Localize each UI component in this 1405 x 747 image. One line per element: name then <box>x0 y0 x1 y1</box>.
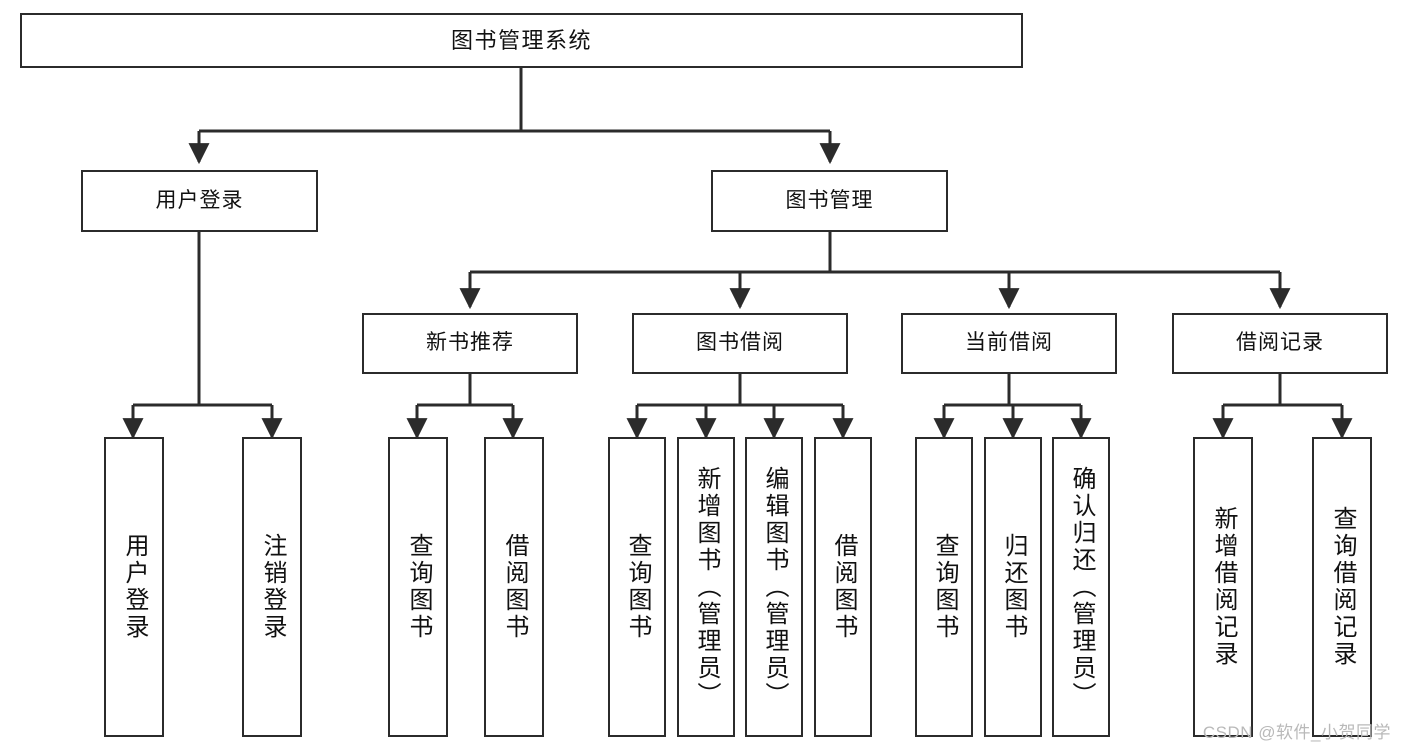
leaf-query-books-recommendation[interactable]: 查询图书 <box>388 437 448 737</box>
node-label: 新增图书（管理员） <box>693 465 720 709</box>
leaf-edit-book-admin[interactable]: 编辑图书（管理员） <box>745 437 803 737</box>
node-label: 用户登录 <box>155 188 244 212</box>
node-label: 归还图书 <box>1000 533 1027 641</box>
node-root-book-management-system[interactable]: 图书管理系统 <box>20 13 1023 68</box>
node-label: 注销登录 <box>259 533 286 641</box>
node-book-borrowing[interactable]: 图书借阅 <box>632 313 848 374</box>
node-label: 查询图书 <box>931 533 958 641</box>
leaf-user-login[interactable]: 用户登录 <box>104 437 164 737</box>
leaf-query-borrow-record[interactable]: 查询借阅记录 <box>1312 437 1372 737</box>
node-label: 用户登录 <box>121 533 148 641</box>
node-label: 当前借阅 <box>965 331 1053 355</box>
leaf-add-book-admin[interactable]: 新增图书（管理员） <box>677 437 735 737</box>
node-label: 图书管理系统 <box>450 27 592 53</box>
leaf-return-books[interactable]: 归还图书 <box>984 437 1042 737</box>
node-borrowing-records[interactable]: 借阅记录 <box>1172 313 1388 374</box>
node-label: 查询图书 <box>405 533 432 641</box>
leaf-borrow-books-recommendation[interactable]: 借阅图书 <box>484 437 544 737</box>
node-label: 借阅图书 <box>501 533 528 641</box>
node-book-management[interactable]: 图书管理 <box>711 170 948 232</box>
leaf-borrow-books-borrowing[interactable]: 借阅图书 <box>814 437 872 737</box>
node-label: 图书管理 <box>785 188 874 212</box>
node-label: 新增借阅记录 <box>1210 506 1237 668</box>
node-label: 借阅记录 <box>1236 331 1324 355</box>
node-label: 确认归还（管理员） <box>1068 465 1095 709</box>
node-user-login[interactable]: 用户登录 <box>81 170 318 232</box>
node-current-borrowing[interactable]: 当前借阅 <box>901 313 1117 374</box>
leaf-confirm-return-admin[interactable]: 确认归还（管理员） <box>1052 437 1110 737</box>
node-label: 编辑图书（管理员） <box>761 465 788 709</box>
node-label: 查询借阅记录 <box>1329 506 1356 668</box>
leaf-query-books-borrowing[interactable]: 查询图书 <box>608 437 666 737</box>
node-label: 借阅图书 <box>830 533 857 641</box>
node-label: 图书借阅 <box>696 331 784 355</box>
leaf-add-borrow-record[interactable]: 新增借阅记录 <box>1193 437 1253 737</box>
node-new-book-recommendation[interactable]: 新书推荐 <box>362 313 578 374</box>
node-label: 查询图书 <box>624 533 651 641</box>
node-label: 新书推荐 <box>426 331 514 355</box>
leaf-query-books-current[interactable]: 查询图书 <box>915 437 973 737</box>
leaf-logout[interactable]: 注销登录 <box>242 437 302 737</box>
watermark: CSDN @软件_小贺同学 <box>1202 723 1391 742</box>
